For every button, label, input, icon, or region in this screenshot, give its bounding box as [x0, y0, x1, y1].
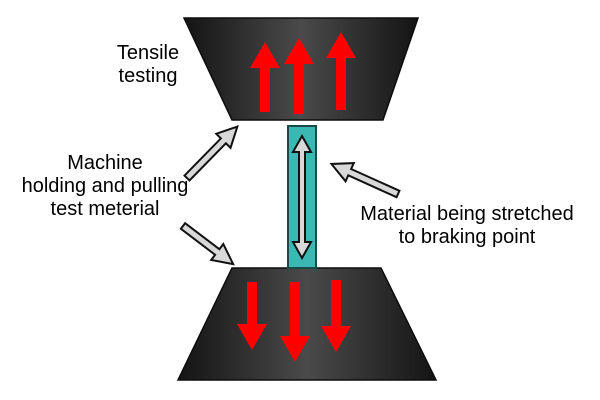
diagram-title: Tensile testing	[100, 42, 196, 88]
pointer-arrow-icon	[179, 221, 235, 266]
machine-label: Machine holding and pulling test meteria…	[2, 152, 208, 221]
diagram-title-line: Tensile	[116, 42, 180, 64]
arrow-up-icon	[284, 38, 314, 114]
material-label-line: Material being stretched	[360, 203, 574, 225]
material-label: Material being stretched to braking poin…	[336, 203, 598, 249]
machine-label-line: Machine	[67, 152, 143, 174]
machine-label-line: test meterial	[50, 198, 160, 220]
arrow-down-icon	[237, 282, 267, 350]
arrow-down-icon	[280, 282, 310, 362]
machine-label-line: holding and pulling	[21, 175, 189, 197]
pointer-arrow-icon	[329, 162, 401, 199]
lower-machine-jaw	[176, 267, 438, 381]
arrow-down-icon	[321, 280, 351, 352]
arrow-up-icon	[250, 42, 280, 112]
arrow-up-icon	[326, 32, 356, 110]
upward-force-arrows	[250, 32, 356, 114]
diagram-title-line: testing	[118, 65, 178, 87]
downward-force-arrows	[237, 280, 351, 362]
double-arrow-icon	[291, 133, 313, 261]
pointer-arrow-icon	[183, 124, 239, 182]
material-label-line: to braking point	[398, 226, 536, 248]
